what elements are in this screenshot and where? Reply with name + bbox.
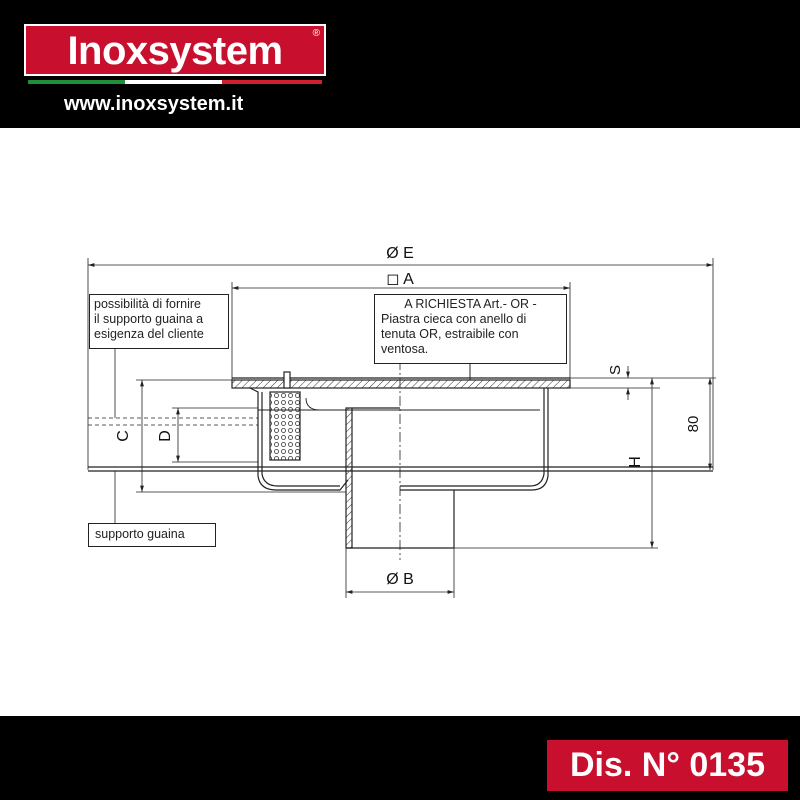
dim-label-c: C	[115, 430, 132, 442]
note-richiesta-line: Piastra cieca con anello di	[381, 312, 527, 326]
registered-mark: ®	[312, 28, 320, 39]
dim-label-e: Ø E	[386, 245, 414, 262]
note-richiesta-line: ventosa.	[381, 342, 429, 356]
dim-label-a: ◻ A	[386, 271, 414, 288]
brand-name: Inoxsystem	[67, 29, 283, 73]
note-fornire-line: possibilità di fornire	[94, 297, 201, 311]
note-fornire-line: il supporto guaina a	[94, 312, 204, 326]
dimension-labels: Ø E ◻ A Ø B C D S H 80	[115, 245, 702, 588]
note-richiesta: A RICHIESTA Art.- OR - Piastra cieca con…	[374, 294, 567, 364]
drawing-number-badge: Dis. N° 0135	[547, 740, 788, 791]
dim-label-s: S	[607, 365, 624, 375]
note-fornire-line: esigenza del cliente	[94, 327, 204, 341]
note-richiesta-line: tenuta OR, estraibile con	[381, 327, 519, 341]
header-bar: Inoxsystem ® www.inoxsystem.it	[0, 0, 800, 128]
website-url: www.inoxsystem.it	[64, 93, 244, 115]
dim-label-b: Ø B	[386, 571, 414, 588]
dimension-lines	[87, 258, 716, 598]
dim-label-d: D	[157, 430, 174, 442]
note-fornire: possibilità di fornire il supporto guain…	[89, 294, 229, 349]
drain-body	[88, 360, 713, 560]
brand-logo: Inoxsystem ®	[24, 24, 326, 76]
drawing-number: Dis. N° 0135	[569, 746, 766, 784]
italian-flag-stripe	[28, 80, 322, 84]
note-supporto: supporto guaina	[88, 523, 216, 547]
dim-label-80: 80	[685, 416, 702, 433]
note-richiesta-line: A RICHIESTA Art.- OR -	[404, 297, 537, 311]
dim-label-h: H	[627, 456, 644, 468]
